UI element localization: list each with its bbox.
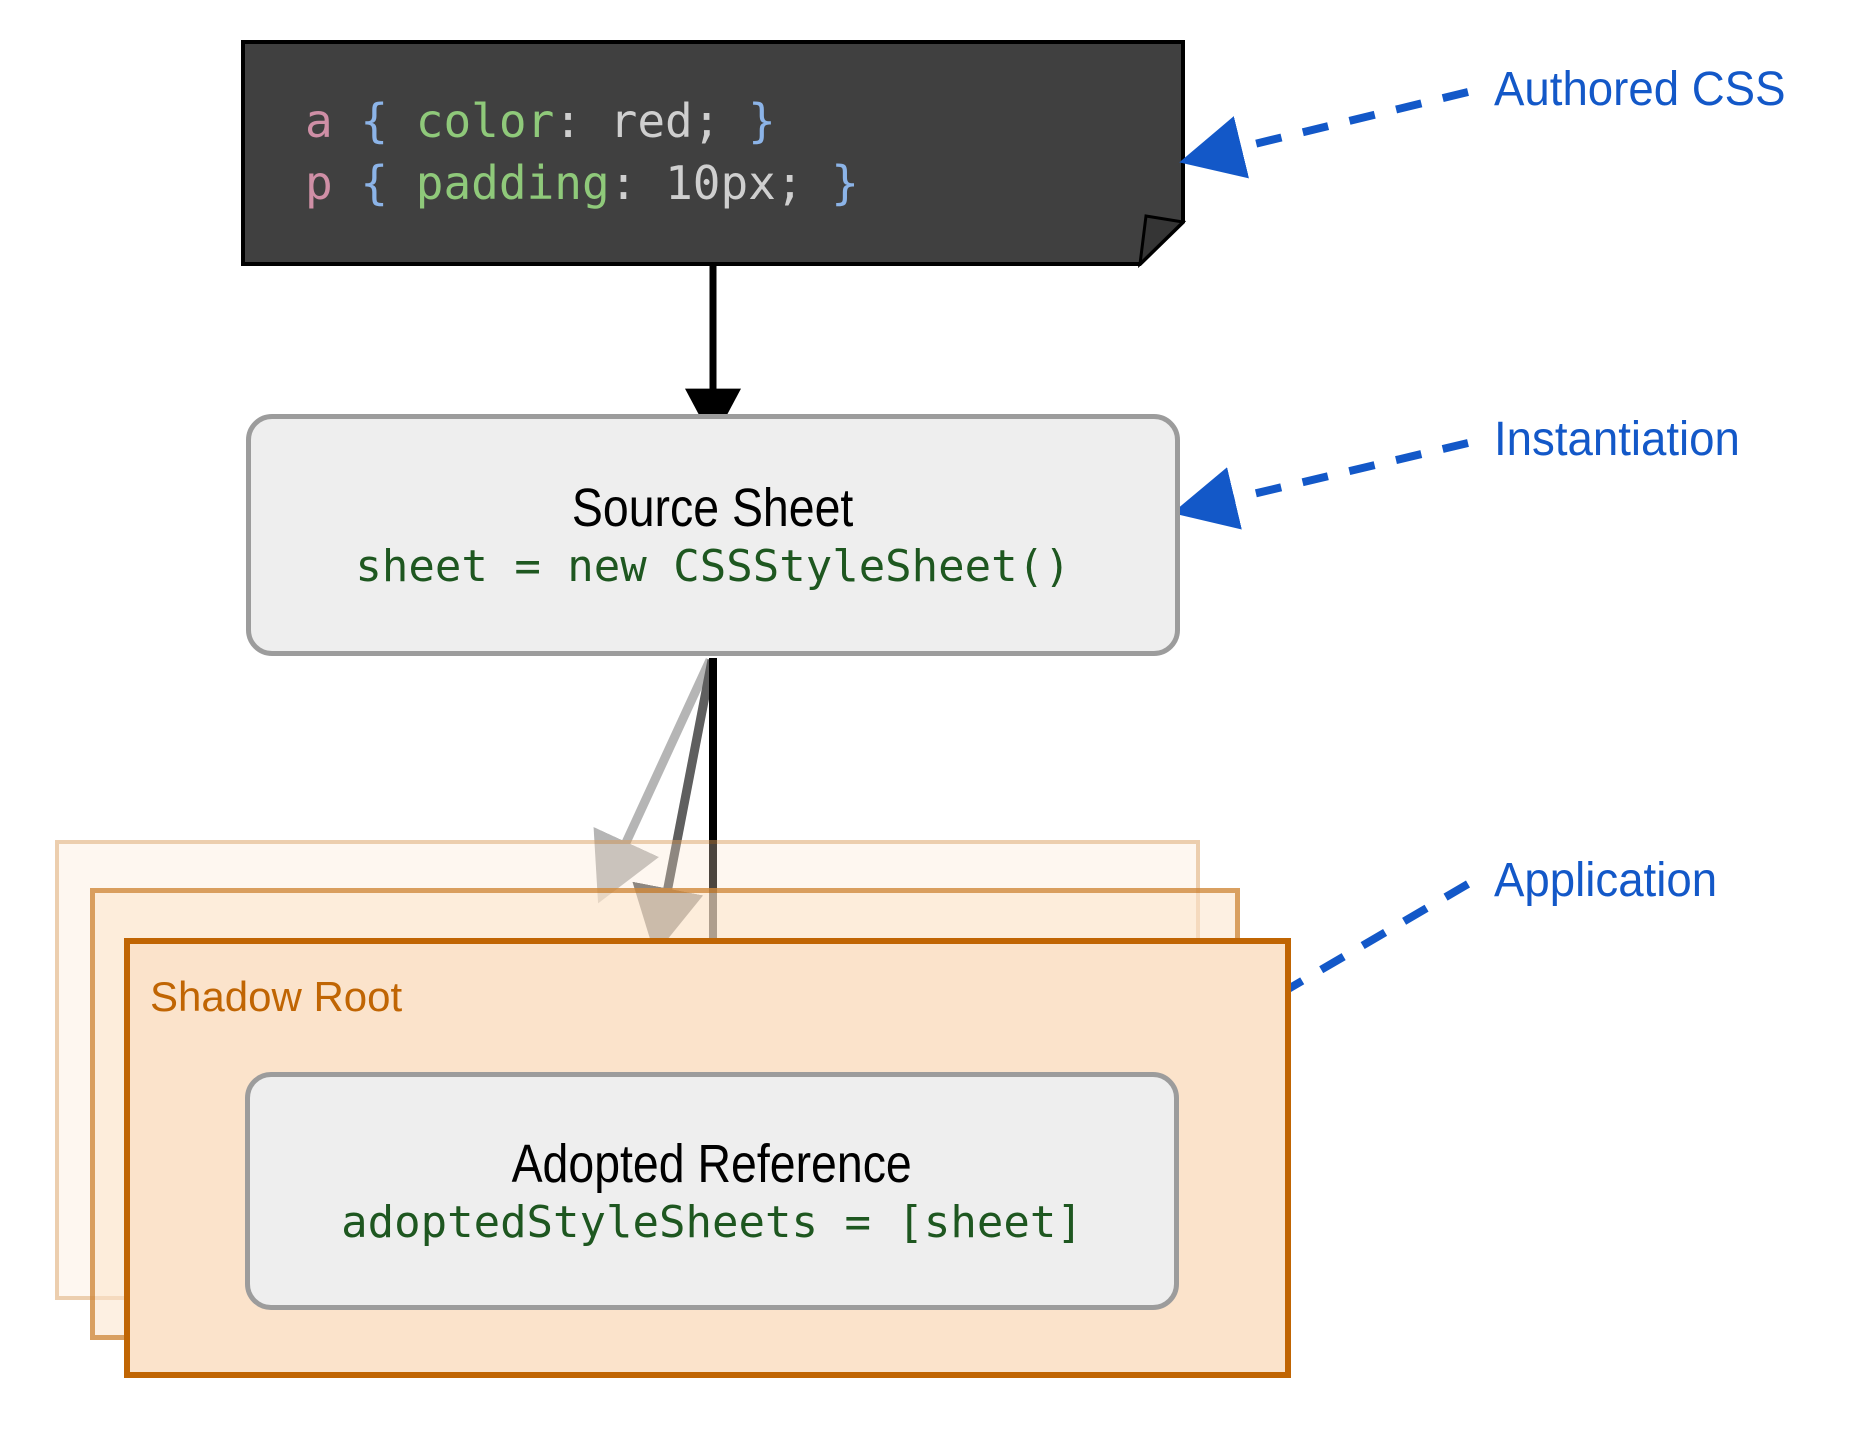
css-open-brace-2: { <box>332 156 416 210</box>
adopted-reference-code: adoptedStyleSheets = [sheet] <box>341 1197 1083 1249</box>
code-lines: a { color: red; } p { padding: 10px; } <box>305 90 859 214</box>
arrow-source-to-shadow-mid <box>632 659 717 955</box>
css-selector-p: p <box>305 156 333 210</box>
node-adopted-reference[interactable]: Adopted Reference adoptedStyleSheets = [… <box>245 1072 1179 1310</box>
authored-css-code-block-shape <box>241 40 1187 269</box>
node-source-sheet[interactable]: Source Sheet sheet = new CSSStyleSheet() <box>246 414 1180 656</box>
css-value-10px: 10px; <box>665 156 832 210</box>
callout-line-instantiation <box>1172 439 1469 530</box>
source-sheet-title: Source Sheet <box>572 477 854 538</box>
css-close-brace-1: } <box>748 94 776 148</box>
css-property-color: color <box>415 94 555 148</box>
css-property-padding: padding <box>415 156 610 210</box>
source-sheet-code: sheet = new CSSStyleSheet() <box>355 541 1071 593</box>
annotation-authored-css: Authored CSS <box>1494 63 1786 116</box>
annotation-instantiation: Instantiation <box>1494 413 1740 466</box>
css-selector-a: a <box>305 94 333 148</box>
css-colon-1: : <box>554 94 610 148</box>
css-close-brace-2: } <box>831 156 859 210</box>
annotation-application: Application <box>1494 854 1718 907</box>
shadow-root-label: Shadow Root <box>150 973 403 1020</box>
css-value-red: red; <box>609 94 749 148</box>
css-open-brace-1: { <box>332 94 416 148</box>
css-colon-2: : <box>609 156 666 210</box>
authored-css-code-block: a { color: red; } p { padding: 10px; } <box>243 42 1183 264</box>
arrow-source-to-shadow-back <box>593 658 715 904</box>
callout-line-authored-css <box>1179 88 1469 179</box>
adopted-reference-title: Adopted Reference <box>511 1133 913 1194</box>
